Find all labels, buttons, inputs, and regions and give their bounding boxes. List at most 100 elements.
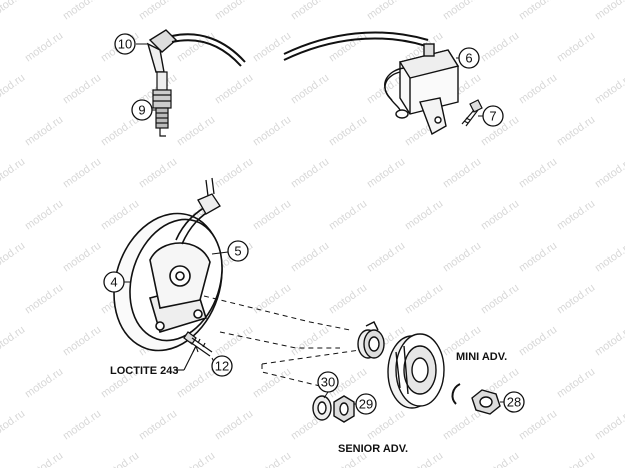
ignition-cap-part — [146, 29, 246, 73]
watermark-text: motod.ru — [365, 0, 407, 22]
watermark-text: motod.ru — [403, 282, 445, 317]
washer-part — [312, 395, 332, 421]
watermark-text: motod.ru — [0, 72, 27, 107]
watermark-text: motod.ru — [213, 0, 255, 22]
loctite-label: LOCTITE 243 — [110, 365, 178, 377]
alignment-lines — [203, 295, 361, 387]
watermark-text: motod.ru — [593, 0, 625, 22]
watermark-text: motod.ru — [289, 0, 331, 22]
watermark-text: motod.ru — [517, 408, 559, 443]
loctite-leader — [174, 345, 199, 371]
watermark-text: motod.ru — [213, 72, 255, 107]
watermark-text: motod.ru — [251, 366, 293, 401]
watermark-text: motod.ru — [441, 0, 483, 22]
watermark-text: motod.ru — [289, 72, 331, 107]
watermark-text: motod.ru — [251, 114, 293, 149]
callout-9: 9 — [131, 99, 153, 121]
watermark-text: motod.ru — [0, 156, 27, 191]
watermark-text: motod.ru — [327, 198, 369, 233]
watermark-text: motod.ru — [61, 240, 103, 275]
watermark-text: motod.ru — [0, 240, 27, 275]
svg-text:6: 6 — [465, 51, 472, 66]
watermark-text: motod.ru — [99, 450, 141, 468]
mini-adv-label: MINI ADV. — [456, 351, 507, 363]
watermark-text: motod.ru — [555, 282, 597, 317]
nut-mini-part — [471, 389, 501, 415]
watermark-text: motod.ru — [365, 156, 407, 191]
watermark-text: motod.ru — [0, 408, 27, 443]
callout-12: 12 — [211, 355, 233, 377]
callout-30: 30 — [317, 371, 339, 393]
svg-text:7: 7 — [489, 109, 496, 124]
watermark-text: motod.ru — [213, 156, 255, 191]
watermark-text: motod.ru — [23, 282, 65, 317]
watermark-text: motod.ru — [61, 324, 103, 359]
watermark-text: motod.ru — [555, 114, 597, 149]
watermark-text: motod.ru — [517, 324, 559, 359]
stator-plate-part — [113, 203, 223, 352]
watermark-text: motod.ru — [251, 282, 293, 317]
stator-screw-part — [183, 331, 213, 357]
watermark-text: motod.ru — [327, 282, 369, 317]
watermark-text: motod.ru — [99, 198, 141, 233]
svg-text:9: 9 — [138, 103, 145, 118]
spark-plug-part — [152, 71, 172, 137]
watermark-text: motod.ru — [593, 72, 625, 107]
watermark-text: motod.ru — [213, 408, 255, 443]
senior-adv-label: SENIOR ADV. — [338, 443, 408, 455]
svg-text:12: 12 — [215, 359, 229, 374]
callout-5: 5 — [227, 240, 249, 262]
callout-6: 6 — [458, 47, 480, 69]
watermark-text: motod.ru — [517, 156, 559, 191]
watermark-text: motod.ru — [137, 156, 179, 191]
watermark-text: motod.ru — [403, 450, 445, 468]
callout-7: 7 — [482, 105, 504, 127]
watermark-text: motod.ru — [251, 450, 293, 468]
svg-text:28: 28 — [507, 395, 521, 410]
watermark-text: motod.ru — [23, 366, 65, 401]
nut-senior-part — [333, 395, 355, 423]
watermark-text: motod.ru — [23, 450, 65, 468]
watermark-text: motod.ru — [479, 30, 521, 65]
watermark-text: motod.ru — [0, 0, 27, 22]
watermark-text: motod.ru — [555, 30, 597, 65]
watermark-text: motod.ru — [403, 198, 445, 233]
watermark-text: motod.ru — [137, 408, 179, 443]
watermark-text: motod.ru — [479, 450, 521, 468]
watermark-text: motod.ru — [555, 450, 597, 468]
watermark-text: motod.ru — [327, 114, 369, 149]
watermark-text: motod.ru — [61, 156, 103, 191]
watermark-text: motod.ru — [289, 156, 331, 191]
watermark-text: motod.ru — [593, 324, 625, 359]
svg-text:30: 30 — [321, 375, 335, 390]
watermark-text: motod.ru — [365, 240, 407, 275]
svg-text:10: 10 — [118, 37, 132, 52]
watermark-text: motod.ru — [479, 282, 521, 317]
watermark-text: motod.ru — [555, 366, 597, 401]
watermark-text: motod.ru — [517, 240, 559, 275]
watermark-text: motod.ru — [555, 198, 597, 233]
watermark-text: motod.ru — [137, 0, 179, 22]
callout-10: 10 — [114, 33, 136, 55]
watermark-text: motod.ru — [517, 0, 559, 22]
watermark-text: motod.ru — [289, 324, 331, 359]
watermark-text: motod.ru — [213, 324, 255, 359]
watermark-text: motod.ru — [441, 408, 483, 443]
watermark-text: motod.ru — [61, 408, 103, 443]
watermark-text: motod.ru — [23, 30, 65, 65]
watermark-text: motod.ru — [479, 198, 521, 233]
watermark-text: motod.ru — [517, 72, 559, 107]
watermark-text: motod.ru — [593, 408, 625, 443]
watermark-text: motod.ru — [251, 198, 293, 233]
watermark-text: motod.ru — [23, 198, 65, 233]
watermark-text: motod.ru — [99, 114, 141, 149]
ignition-coil-part — [283, 31, 460, 136]
watermark-text: motod.ru — [23, 114, 65, 149]
watermark-text: motod.ru — [175, 114, 217, 149]
watermark-text: motod.ru — [0, 324, 27, 359]
svg-text:5: 5 — [234, 244, 241, 259]
callout-28: 28 — [503, 391, 525, 413]
watermark-text: motod.ru — [441, 156, 483, 191]
